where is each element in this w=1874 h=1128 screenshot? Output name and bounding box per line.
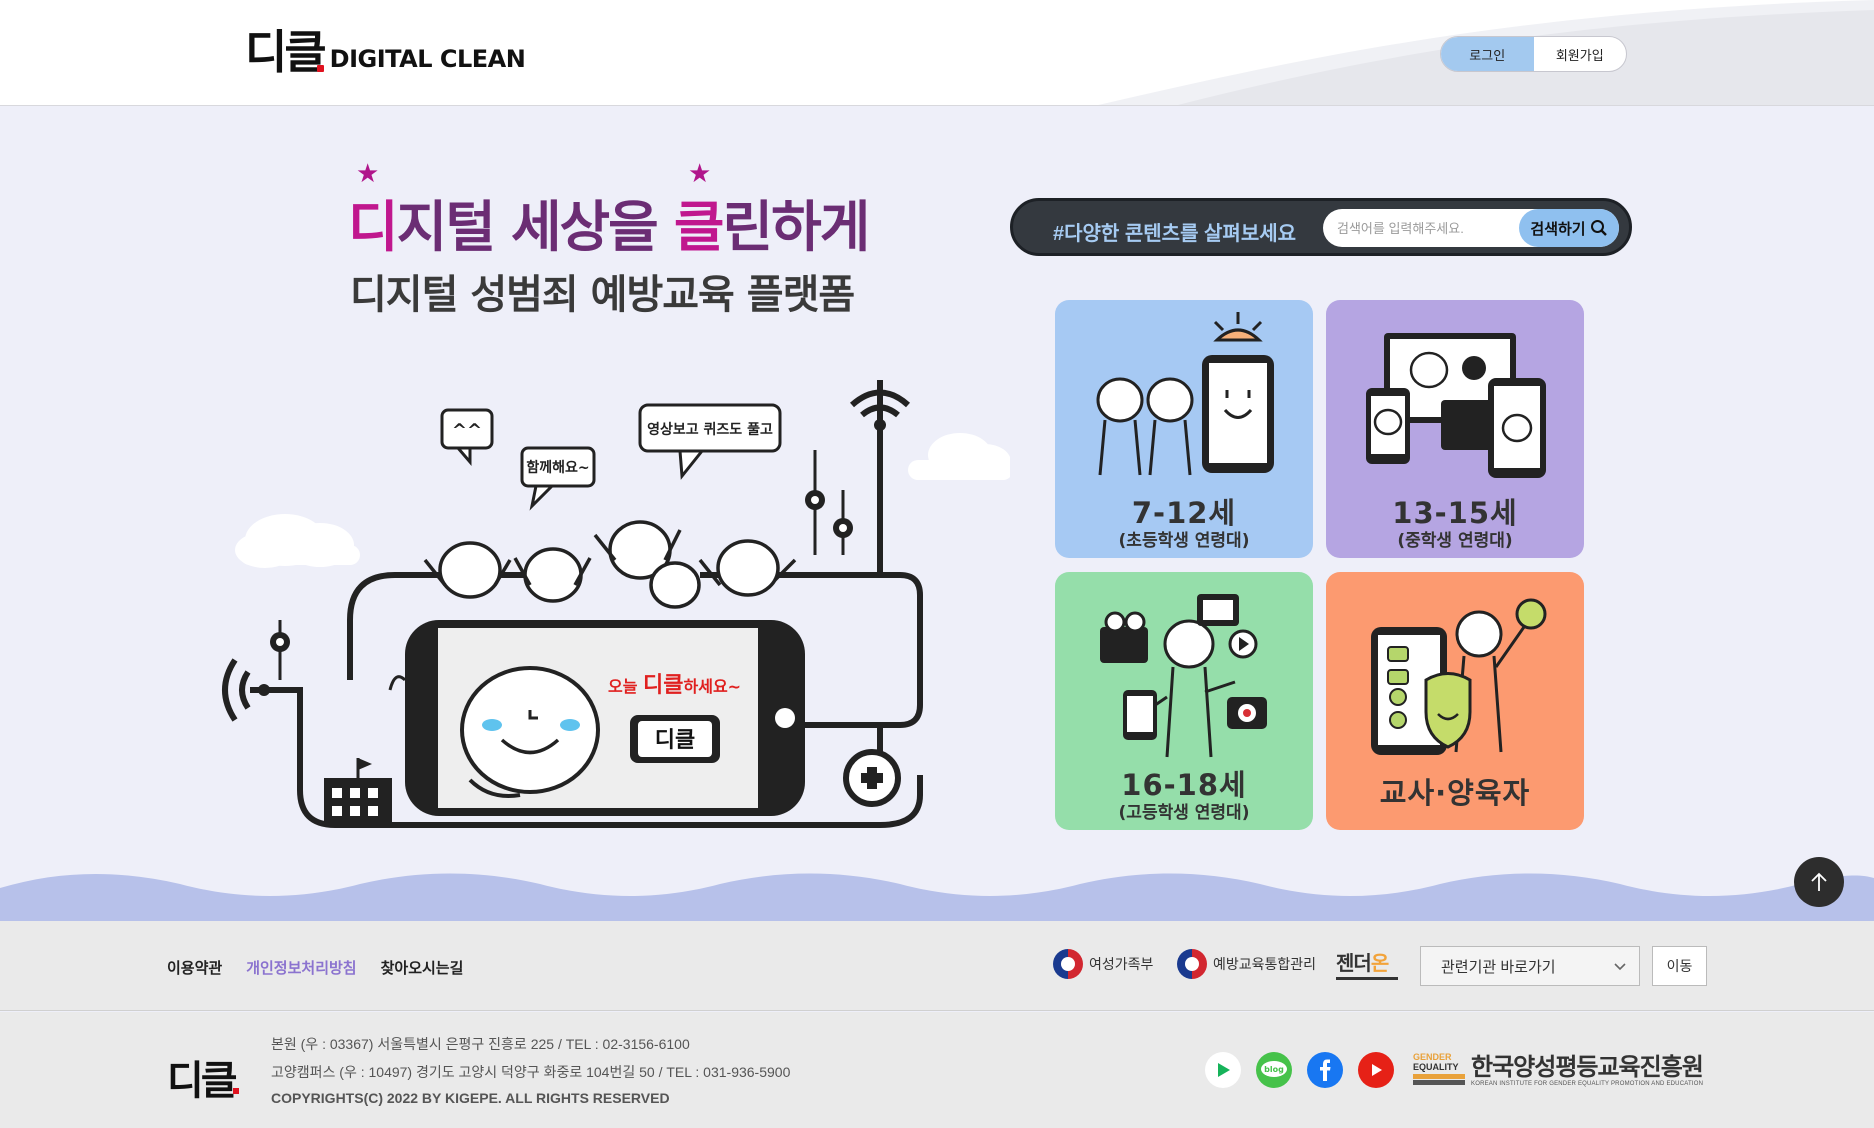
facebook-icon [1320,1059,1331,1081]
school-icon [324,758,392,826]
kigepe-name-en: KOREAN INSTITUTE FOR GENDER EQUALITY PRO… [1471,1081,1704,1087]
card-subtitle: (고등학생 연령대) [1118,803,1250,823]
play-icon [1218,1063,1230,1077]
plus-icon [843,749,901,807]
footer-nav: 이용약관 개인정보처리방침 찾아오시는길 여성가족부 예방교육통합관리 젠더온 … [0,921,1874,1011]
youtube-link[interactable] [1358,1052,1394,1088]
gender-equality-mark: GENDER EQUALITY [1413,1052,1465,1090]
bubble-text: 함께해요~ [526,459,589,476]
blog-link[interactable]: blog [1256,1052,1292,1088]
phone-badge-text: 디클 [655,728,695,753]
bubble-text: ^^ [452,420,482,441]
hero-illustration: ^^ 함께해요~ 영상보고 퀴즈도 풀고 오늘 디클하세요~ 디클 [222,380,1010,828]
phone-text: 오늘 [608,677,643,696]
taegeuk-icon [1177,949,1207,979]
speech-bubble [440,408,494,467]
kigepe-name: 한국양성평등교육진흥원 [1471,1053,1704,1081]
footer-info: 디클 본원 (우 : 03367) 서울특별시 은평구 진흥로 225 / TE… [0,1012,1874,1128]
footer-logo: 디클 [167,1048,239,1106]
chevron-down-icon [1614,963,1626,971]
card-subtitle: (초등학생 연령대) [1118,531,1250,551]
youtube-icon [1372,1064,1382,1076]
card-title: 교사·양육자 [1379,776,1531,810]
play-store-link[interactable] [1205,1052,1241,1088]
phone-text: 하세요~ [684,677,742,696]
copyright: COPYRIGHTS(C) 2022 BY KIGEPE. ALL RIGHTS… [271,1090,670,1106]
search-box: 검색하기 [1323,209,1619,247]
cloud-icon [908,433,1010,480]
card-title: 7-12세 [1131,496,1237,530]
media-icon [1100,594,1267,758]
go-button[interactable]: 이동 [1652,946,1707,986]
signup-button[interactable]: 회원가입 [1555,47,1604,63]
card-teacher-parent[interactable]: 교사·양육자 [1326,572,1584,830]
main-character [460,666,600,798]
wave-decoration [0,873,1874,922]
auth-toggle: 로그인 회원가입 [1440,36,1627,72]
svg-text:오늘 디클하세요~: 오늘 디클하세요~ [608,673,741,698]
hero-title-rest2: 린하게 [722,195,871,259]
org-link-prevention[interactable]: 예방교육통합관리 [1177,949,1316,979]
wifi-icon [850,389,910,418]
privacy-link[interactable]: 개인정보처리방침 [246,960,357,977]
directions-link[interactable]: 찾아오시는길 [380,960,464,977]
search-bar: #다양한 콘텐츠를 살펴보세요 검색하기 [1010,198,1632,256]
blog-icon-text: blog [1264,1065,1284,1074]
gender-on-text: 온 [1370,951,1389,975]
hero-title-keul: 클 [673,195,725,259]
cloud-icon [235,514,360,568]
star-icon: ★ [688,158,712,188]
hero-subtitle: 디지털 성범죄 예방교육 플랫폼 [350,272,855,318]
card-subtitle: (중학생 연령대) [1397,531,1513,551]
arrow-up-icon [1811,872,1827,891]
wifi-icon [222,658,251,722]
card-age-13-15[interactable]: 13-15세 (중학생 연령대) [1326,300,1584,558]
related-sites-select[interactable]: 관련기관 바로가기 [1420,946,1640,986]
kids-phone-icon [1096,312,1274,476]
star-icon: ★ [356,158,380,188]
shield-phone-icon [1371,598,1547,755]
bubble-text: 영상보고 퀴즈도 풀고 [647,421,773,438]
taegeuk-icon [1053,949,1083,979]
logo-mark: 디클 [245,25,327,79]
card-title: 16-18세 [1121,768,1247,802]
site-logo[interactable]: 디클 DIGITAL CLEAN [245,25,526,79]
search-icon [1590,220,1607,236]
card-title: 13-15세 [1392,496,1518,530]
phone-text: 디클 [643,673,683,698]
kigepe-logo[interactable]: GENDER EQUALITY 한국양성평등교육진흥원 KOREAN INSTI… [1413,1052,1704,1090]
search-input[interactable] [1337,209,1517,247]
hero-title-di: 디 [348,195,399,259]
gender-on-logo[interactable]: 젠더온 [1336,947,1400,980]
search-button-label: 검색하기 [1530,220,1586,238]
blog-icon: blog [1261,1061,1287,1077]
facebook-link[interactable] [1307,1052,1343,1088]
character-group [423,520,797,609]
select-value: 관련기관 바로가기 [1441,958,1556,976]
speech-bubble [638,403,782,480]
scroll-top-button[interactable] [1794,857,1844,907]
devices-icon [1366,333,1546,478]
gender-on-text: 젠더 [1336,951,1372,975]
address-main: 본원 (우 : 03367) 서울특별시 은평구 진흥로 225 / TEL :… [271,1036,690,1052]
card-age-16-18[interactable]: 16-18세 (고등학생 연령대) [1055,572,1313,830]
search-tag: #다양한 콘텐츠를 살펴보세요 [1053,223,1297,245]
terms-link[interactable]: 이용약관 [167,960,223,977]
hero-title-rest1: 지털 세상을 [396,195,674,259]
hero-title: 디지털 세상을 클린하게 [348,182,871,262]
org-label: 예방교육통합관리 [1213,956,1317,972]
speech-bubble [520,446,596,511]
card-age-7-12[interactable]: 7-12세 (초등학생 연령대) [1055,300,1313,558]
org-label: 여성가족부 [1089,956,1154,972]
address-campus: 고양캠퍼스 (우 : 10497) 경기도 고양시 덕양구 화중로 104번길 … [271,1064,791,1080]
org-link-mogef[interactable]: 여성가족부 [1053,949,1153,979]
logo-text: DIGITAL CLEAN [329,45,526,73]
login-button[interactable]: 로그인 [1441,37,1534,71]
search-button[interactable]: 검색하기 [1519,209,1619,247]
site-header: 디클 DIGITAL CLEAN 로그인 회원가입 [0,0,1874,106]
